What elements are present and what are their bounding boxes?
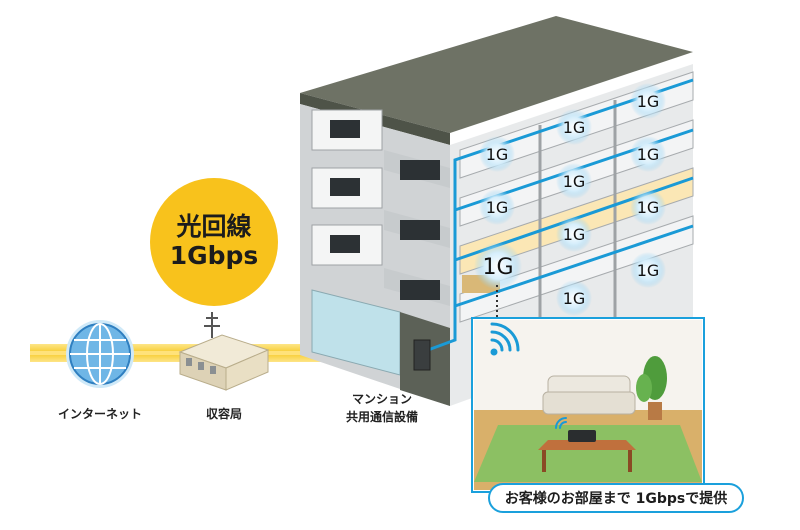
room-inset	[471, 317, 705, 493]
sofa-icon	[542, 375, 636, 415]
svg-text:1G: 1G	[637, 261, 660, 280]
svg-text:1G: 1G	[486, 145, 509, 164]
globe-icon	[66, 320, 134, 388]
table-icon	[538, 440, 636, 472]
equipment-label-line1: マンション	[351, 392, 412, 406]
svg-text:1G: 1G	[637, 92, 660, 111]
svg-text:1G: 1G	[563, 118, 586, 137]
node-7: 1G	[630, 189, 666, 225]
node-6: 1G	[479, 189, 515, 225]
left-side-floors	[311, 109, 450, 406]
svg-text:1G: 1G	[563, 289, 586, 308]
speed-nodes: 1G 1G 1G 1G 1G 1G 1G 1G 1G 1G 1G	[474, 83, 666, 316]
fiber-speed-badge: 光回線 1Gbps	[150, 178, 278, 306]
badge-line1: 光回線	[176, 212, 252, 242]
svg-text:1G: 1G	[563, 172, 586, 191]
node-8: 1G	[556, 216, 592, 252]
node-9: 1G	[474, 242, 522, 290]
equipment-label-line2: 共用通信設備	[345, 410, 418, 424]
node-3: 1G	[479, 136, 515, 172]
node-4: 1G	[630, 136, 666, 172]
svg-text:1G: 1G	[637, 198, 660, 217]
node-11: 1G	[556, 280, 592, 316]
badge-line2: 1Gbps	[169, 241, 259, 270]
router-wifi-icon	[555, 417, 567, 429]
node-1: 1G	[630, 83, 666, 119]
svg-text:1G: 1G	[637, 145, 660, 164]
station-label: 収容局	[205, 407, 242, 421]
shared-equipment-box	[413, 339, 431, 371]
svg-text:1G: 1G	[486, 198, 509, 217]
apartment-building: 1G 1G 1G 1G 1G 1G 1G 1G 1G 1G 1G	[300, 16, 694, 406]
internet-label: インターネット	[57, 407, 142, 421]
router-icon	[568, 430, 596, 442]
svg-text:1G: 1G	[563, 225, 586, 244]
room-caption: お客様のお部屋まで 1Gbpsで提供	[488, 483, 744, 513]
node-2: 1G	[556, 109, 592, 145]
node-5: 1G	[556, 163, 592, 199]
node-10: 1G	[630, 252, 666, 288]
exchange-building-icon	[178, 312, 270, 391]
plant-icon	[636, 356, 667, 420]
svg-text:1G: 1G	[482, 255, 513, 280]
wifi-icon	[490, 322, 520, 356]
